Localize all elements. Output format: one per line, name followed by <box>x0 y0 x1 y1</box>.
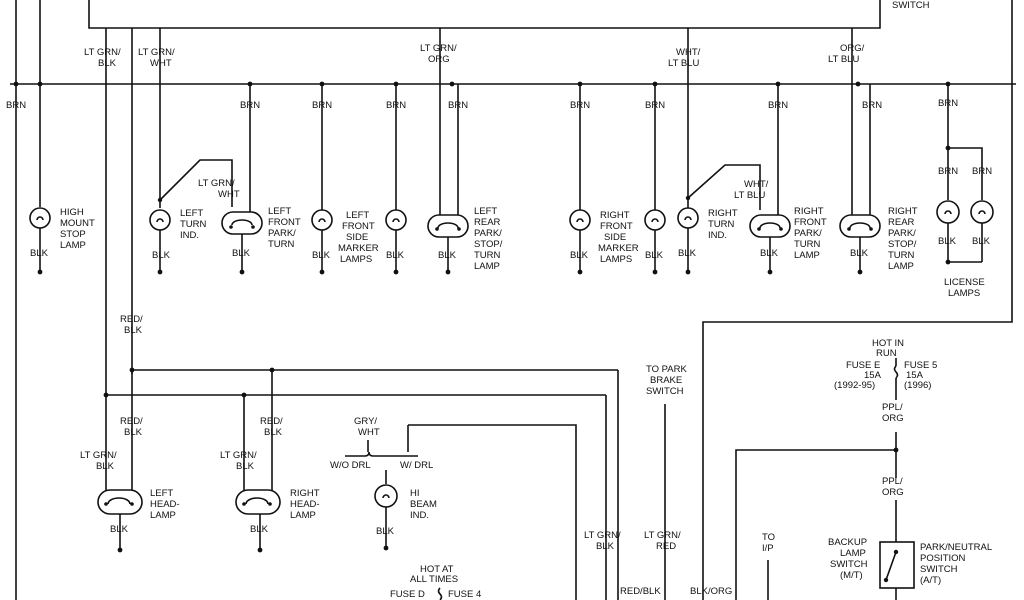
svg-text:BLK: BLK <box>312 250 331 261</box>
svg-text:BLK/ORG: BLK/ORG <box>690 586 732 597</box>
svg-text:BLK: BLK <box>678 248 697 259</box>
svg-text:GRY/WHT: GRY/WHT <box>354 416 380 438</box>
svg-text:BLK: BLK <box>376 526 395 537</box>
label-wht-ltblu-top: WHT/LT BLU <box>668 47 701 69</box>
svg-text:RED/BLK: RED/BLK <box>120 314 143 336</box>
svg-text:BLK: BLK <box>250 524 269 535</box>
svg-text:BLK: BLK <box>110 524 129 535</box>
svg-text:RED/BLK: RED/BLK <box>260 416 283 438</box>
svg-text:PPL/ORG: PPL/ORG <box>882 476 904 498</box>
svg-text:BLK: BLK <box>850 248 869 259</box>
svg-text:BLK: BLK <box>570 250 589 261</box>
svg-text:W/ DRL: W/ DRL <box>400 460 433 471</box>
svg-text:BRN: BRN <box>938 98 958 109</box>
svg-text:BRN: BRN <box>448 100 468 111</box>
svg-text:BRN: BRN <box>972 166 992 177</box>
svg-text:RED/BLK: RED/BLK <box>620 586 661 597</box>
svg-text:BLK: BLK <box>152 250 171 261</box>
svg-text:LT GRN/BLK: LT GRN/BLK <box>584 530 621 552</box>
svg-text:LT GRN/BLK: LT GRN/BLK <box>80 450 117 472</box>
svg-text:TOI/P: TOI/P <box>762 532 775 554</box>
svg-text:LT GRN/BLK: LT GRN/BLK <box>220 450 257 472</box>
brn-ground-bus <box>10 81 1016 87</box>
svg-text:BRN: BRN <box>240 100 260 111</box>
svg-text:BLK: BLK <box>438 250 457 261</box>
svg-text:RED/BLK: RED/BLK <box>120 416 143 438</box>
svg-text:BLK: BLK <box>972 236 991 247</box>
switch-label: SWITCH <box>892 0 930 11</box>
svg-text:BRN: BRN <box>768 100 788 111</box>
label-ltgrn-wht-top: LT GRN/WHT <box>138 47 175 69</box>
headlamp-circuit: RED/BLK LT GRN/BLK RED/BLK LT GRN/BLK <box>80 367 619 600</box>
svg-text:WHT/LT BLU: WHT/LT BLU <box>734 179 769 201</box>
svg-text:BLK: BLK <box>645 250 664 261</box>
svg-text:LT GRN/RED: LT GRN/RED <box>644 530 681 552</box>
svg-text:BRN: BRN <box>862 100 882 111</box>
fuse-e-symbol <box>893 365 899 379</box>
label-ltgrn-blk-top: LT GRN/BLK <box>84 47 121 69</box>
svg-text:BRN: BRN <box>570 100 590 111</box>
svg-text:BLK: BLK <box>938 236 957 247</box>
svg-text:BRN: BRN <box>938 166 958 177</box>
svg-text:BLK: BLK <box>30 248 49 259</box>
svg-text:BRN: BRN <box>312 100 332 111</box>
svg-text:BLK: BLK <box>386 250 405 261</box>
svg-text:BLK: BLK <box>760 248 779 259</box>
svg-text:BRN: BRN <box>386 100 406 111</box>
svg-text:FUSE 4: FUSE 4 <box>448 589 481 600</box>
label-ltgrn-org-top: LT GRN/ORG <box>420 43 457 65</box>
svg-text:LT GRN/WHT: LT GRN/WHT <box>198 178 240 200</box>
svg-text:FUSE D: FUSE D <box>390 589 425 600</box>
svg-text:PPL/ORG: PPL/ORG <box>882 402 904 424</box>
backup-switch-box <box>879 541 915 589</box>
label-org-ltblu-top: ORG/LT BLU <box>828 43 865 65</box>
label-brn-left: BRN <box>6 100 26 111</box>
top-switch-box: SWITCH <box>15 0 1013 84</box>
svg-text:BLK: BLK <box>232 248 251 259</box>
svg-text:W/O DRL: W/O DRL <box>330 460 371 471</box>
svg-text:BRN: BRN <box>645 100 665 111</box>
